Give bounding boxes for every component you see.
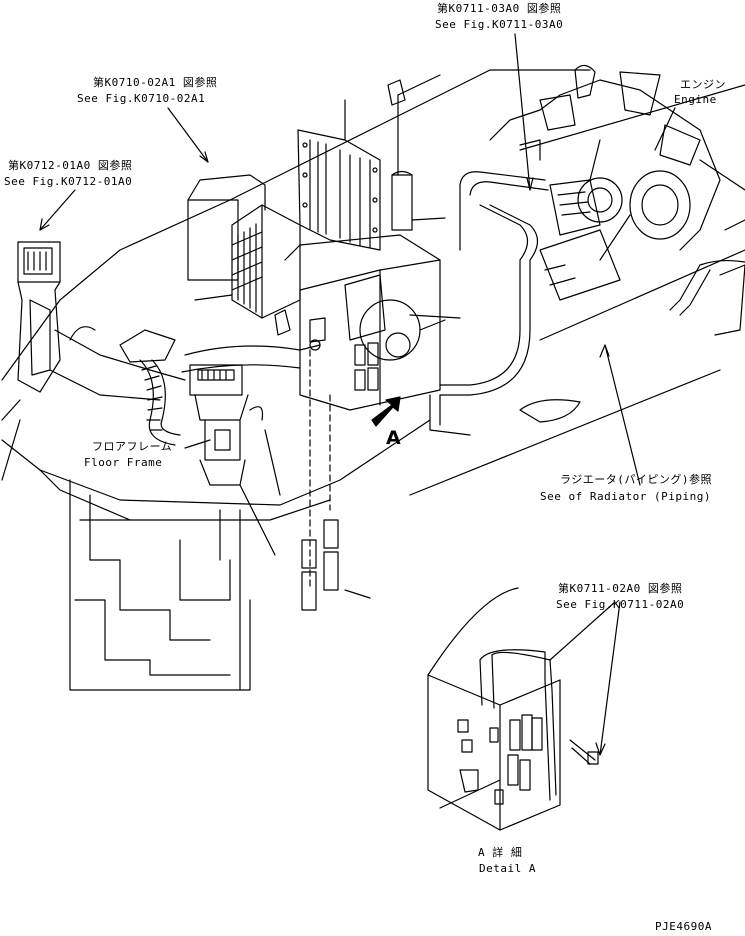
floor-frame-label-en: Floor Frame [84, 456, 163, 469]
engine-label-jp: エンジン [680, 78, 726, 91]
callout-k0712-01a0-jp: 第K0712-01A0 図参照 [8, 159, 133, 172]
callout-k0712-01a0-en: See Fig.K0712-01A0 [4, 175, 133, 188]
detail-a-label-en: Detail A [479, 862, 536, 875]
callout-k0711-02a0-jp: 第K0711-02A0 図参照 [558, 582, 683, 595]
left-duct [1, 241, 186, 481]
view-arrow [371, 396, 401, 427]
engine [489, 64, 745, 336]
callout-k0711-02a0-en: See Fig.K0711-02A0 [556, 598, 685, 611]
callout-k0710-02a1-en: See Fig.K0710-02A1 [77, 92, 206, 105]
cross-duct [181, 344, 321, 373]
corrugated-hose [119, 329, 181, 446]
callout-k0710-02a1-jp: 第K0710-02A1 図参照 [93, 76, 218, 89]
lower-frame [69, 479, 251, 691]
engine-label-en: Engine [674, 93, 717, 106]
radiator-label-jp: ラジエータ(パイピング)参照 [560, 473, 713, 486]
step-plate [519, 399, 581, 423]
radiator-label-en: See of Radiator (Piping) [540, 490, 711, 503]
floor-vent [189, 364, 281, 556]
detail-a-label-jp: A 詳 細 [478, 846, 523, 859]
aircon-unit [187, 74, 461, 411]
detail-a [427, 587, 599, 831]
view-arrow-letter: A [386, 427, 402, 449]
install-lines [301, 349, 371, 611]
leader-lines [39, 33, 676, 756]
piping [429, 171, 745, 436]
floor-frame-label-jp: フロアフレーム [92, 440, 173, 453]
callout-k0711-03a0-jp: 第K0711-03A0 図参照 [437, 2, 562, 15]
drawing-code: PJE4690A [655, 920, 712, 933]
callout-k0711-03a0-en: See Fig.K0711-03A0 [435, 18, 564, 31]
